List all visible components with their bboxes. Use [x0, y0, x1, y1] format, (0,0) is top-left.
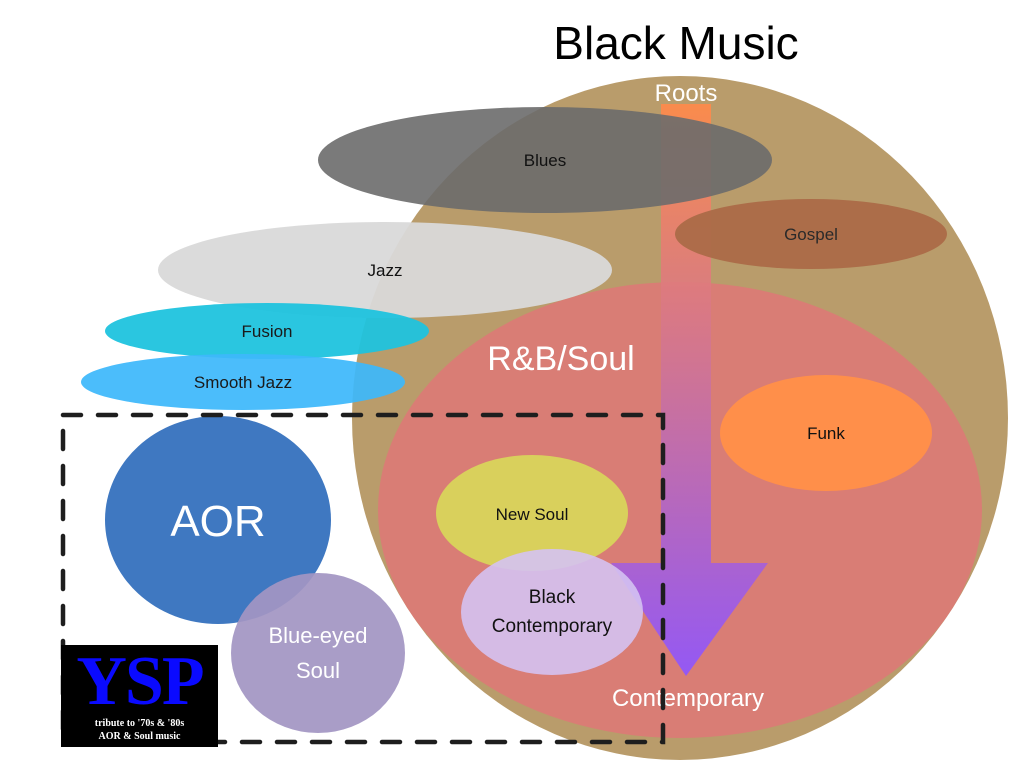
rnb-soul-label: R&B/Soul [487, 340, 634, 378]
arrow-shape [611, 104, 768, 676]
black-contemporary-ellipse [461, 549, 643, 675]
gospel-ellipse [675, 199, 947, 269]
black-contemporary-label-line2: Contemporary [492, 616, 613, 637]
ysp-logo-text: YSP [76, 645, 204, 720]
new-soul-label: New Soul [496, 505, 569, 524]
smooth-jazz-ellipse [81, 354, 405, 410]
contemporary-label: Contemporary [612, 685, 764, 712]
blue-eyed-soul-label-line1: Blue-eyed [268, 623, 367, 648]
ysp-tagline-line2: AOR & Soul music [98, 731, 181, 742]
aor-label: AOR [170, 497, 265, 546]
black-contemporary-label-line1: Black [529, 587, 576, 608]
blues-label: Blues [524, 151, 567, 170]
blue-eyed-soul-label-line2: Soul [296, 658, 340, 683]
jazz-label: Jazz [368, 261, 403, 280]
funk-label: Funk [807, 424, 845, 443]
roots-label: Roots [655, 80, 718, 107]
fusion-ellipse [105, 303, 429, 359]
blues-ellipse [318, 107, 772, 213]
roots-to-contemporary-arrow [611, 104, 768, 676]
diagram-title: Black Music [553, 17, 798, 69]
fusion-label: Fusion [241, 322, 292, 341]
blue-eyed-soul-circle [231, 573, 405, 733]
jazz-ellipse [158, 222, 612, 318]
ysp-tagline-line1: tribute to '70s & '80s [94, 718, 185, 729]
smooth-jazz-label: Smooth Jazz [194, 373, 292, 392]
new-soul-ellipse [436, 455, 628, 571]
aor-soul-dashed-boundary [60, 412, 666, 745]
ysp-logo: YSP tribute to '70s & '80s AOR & Soul mu… [61, 645, 218, 747]
aor-circle [105, 416, 331, 624]
funk-ellipse [720, 375, 932, 491]
gospel-label: Gospel [784, 225, 838, 244]
